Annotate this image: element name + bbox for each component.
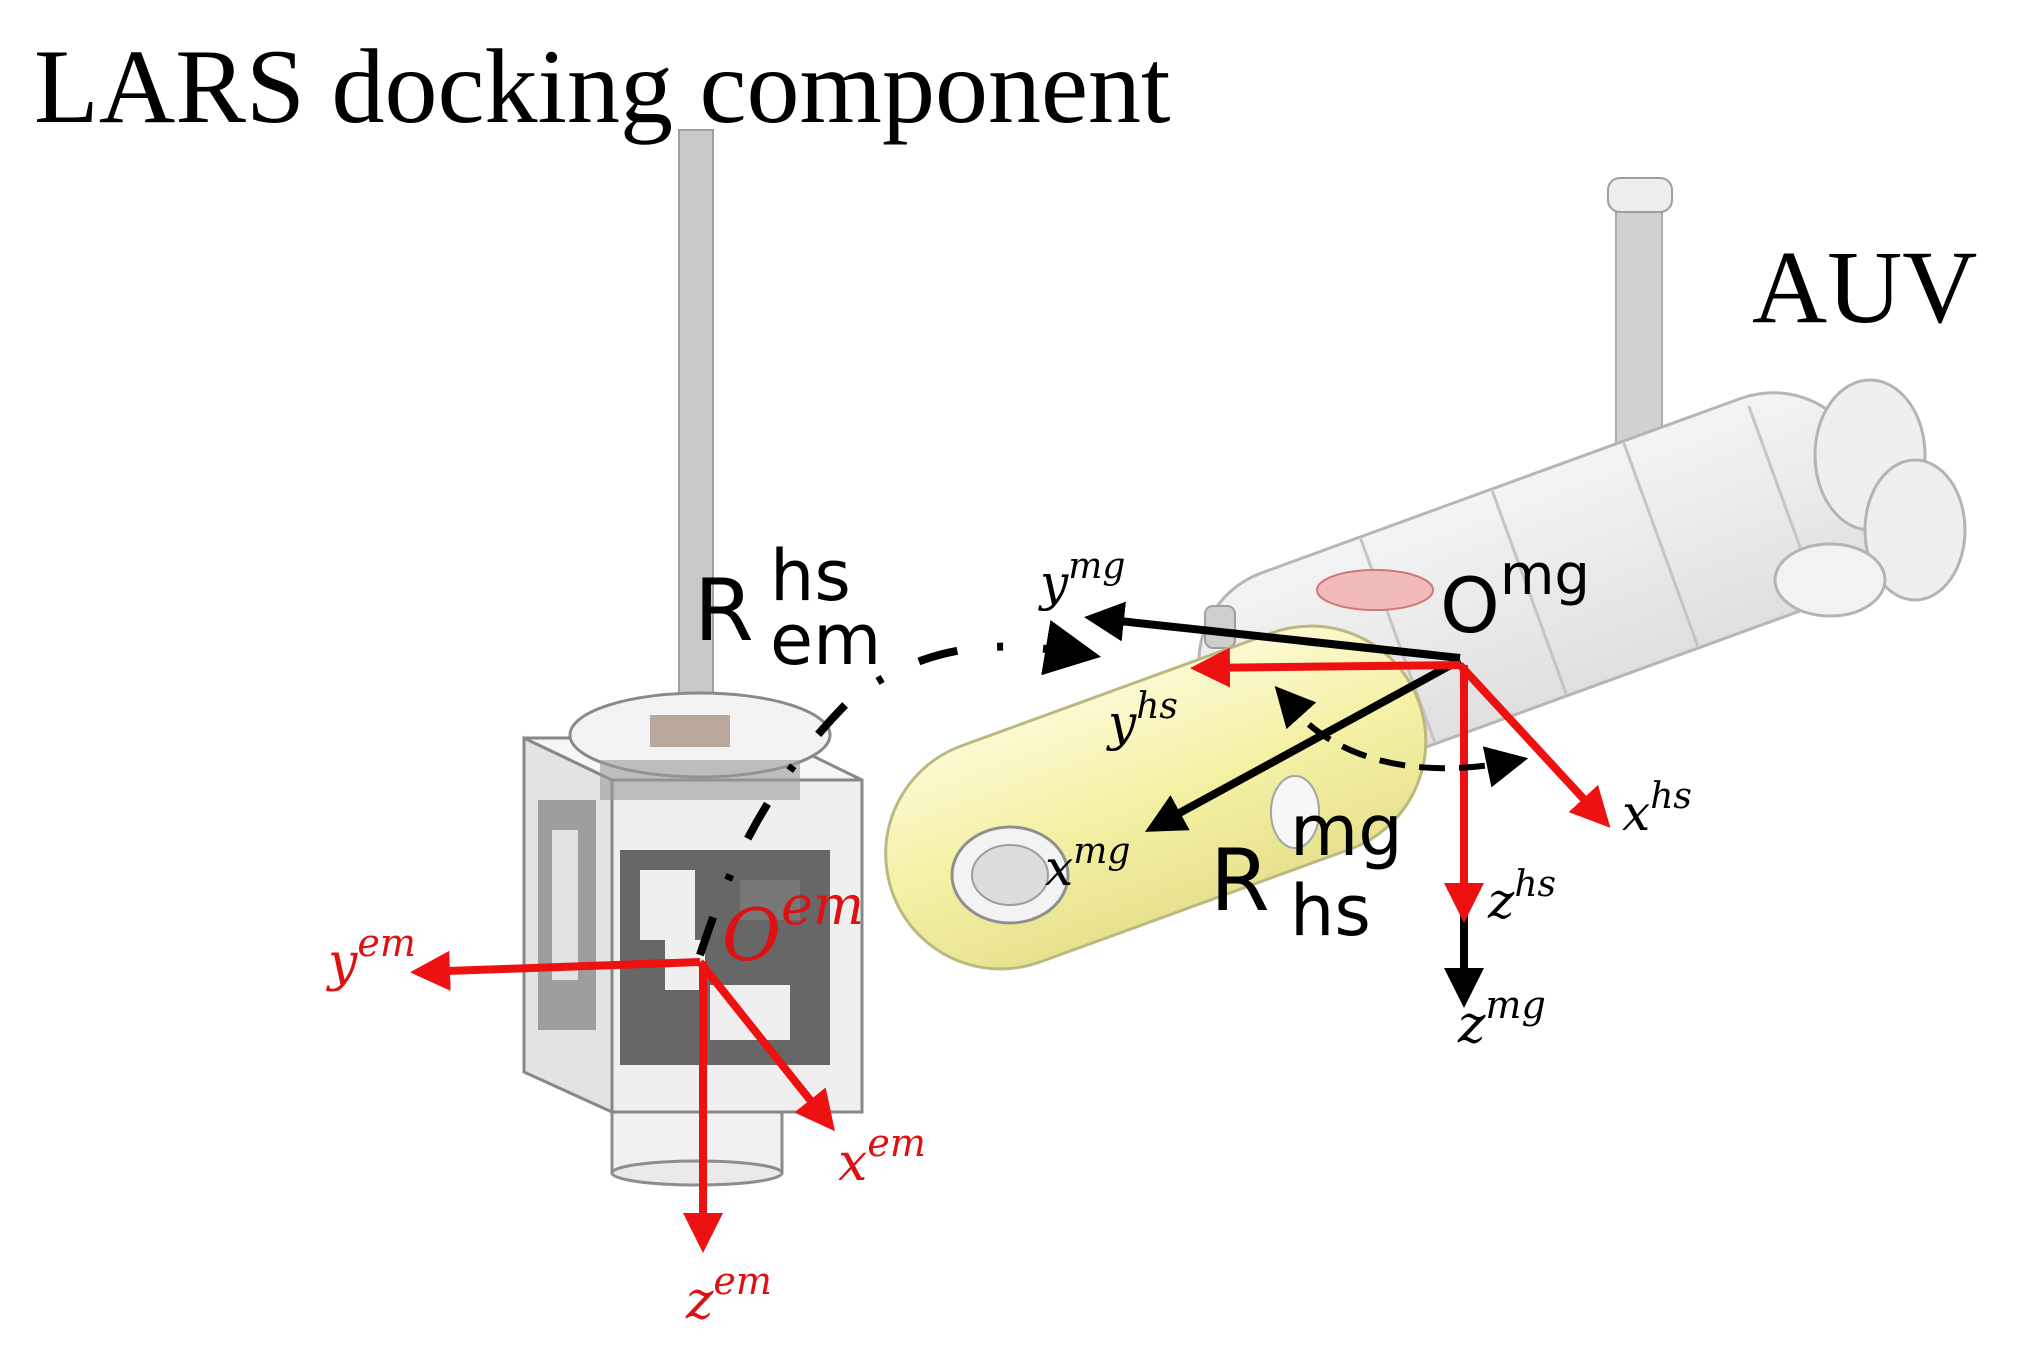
rotation-hs-mg-sup: mg [1290, 790, 1403, 872]
origin-mg-base: O [1440, 561, 1500, 650]
frame-em-axes [410, 950, 835, 1253]
label-z-em: zem [685, 1259, 772, 1331]
diagram-title: LARS docking component [34, 28, 1170, 145]
origin-em-label: Oem [722, 874, 864, 977]
axis-x-hs [1457, 662, 1611, 828]
label-y-em: yem [326, 921, 416, 993]
axis-x-mg [1144, 656, 1462, 832]
auv-side-pod [1773, 542, 1887, 618]
axis-y-em [410, 950, 701, 991]
label-x-em: xem [838, 1121, 926, 1193]
lars-winch-coils [600, 760, 800, 800]
origin-mg-sup: mg [1500, 543, 1590, 608]
auv-label: AUV [1752, 230, 1977, 345]
auv-mast [1615, 199, 1663, 451]
auv-side-window [1270, 775, 1320, 849]
rotation-em-hs-sup: hs [770, 535, 851, 617]
rotation-hs-mg-base: R [1210, 831, 1270, 931]
axis-y-mg [1084, 601, 1461, 662]
label-z-hs: zhs [1487, 864, 1556, 930]
rotation-hs-mg-sub: hs [1290, 870, 1371, 952]
label-y-hs: yhs [1106, 686, 1178, 752]
auv-mast-cap [1607, 177, 1673, 213]
auv-top-marker [1316, 569, 1434, 611]
auv-thruster-lower [1863, 458, 1967, 602]
lars-docking-illustration [522, 129, 864, 1187]
rotation-arc-hs-mg-start-tick [1274, 686, 1317, 730]
frame-hs-axes [1190, 647, 1611, 923]
label-y-mg: ymg [1038, 546, 1125, 612]
label-x-mg: xmg [1045, 831, 1130, 897]
origin-em-sup: em [781, 874, 864, 937]
label-x-hs: xhs [1622, 776, 1692, 842]
axis-y-hs [1190, 647, 1461, 688]
rotation-em-hs-label: R hs em [694, 535, 881, 681]
label-z-mg: zmg [1457, 983, 1546, 1055]
rotation-em-hs-sub: em [770, 599, 881, 681]
rotation-hs-mg-label: R mg hs [1210, 790, 1403, 952]
origin-mg-label: Omg [1440, 543, 1590, 650]
lars-pole [678, 129, 714, 701]
axis-x-em [696, 959, 835, 1132]
origin-em-base: O [722, 893, 781, 977]
rotation-em-hs-base: R [694, 561, 754, 661]
